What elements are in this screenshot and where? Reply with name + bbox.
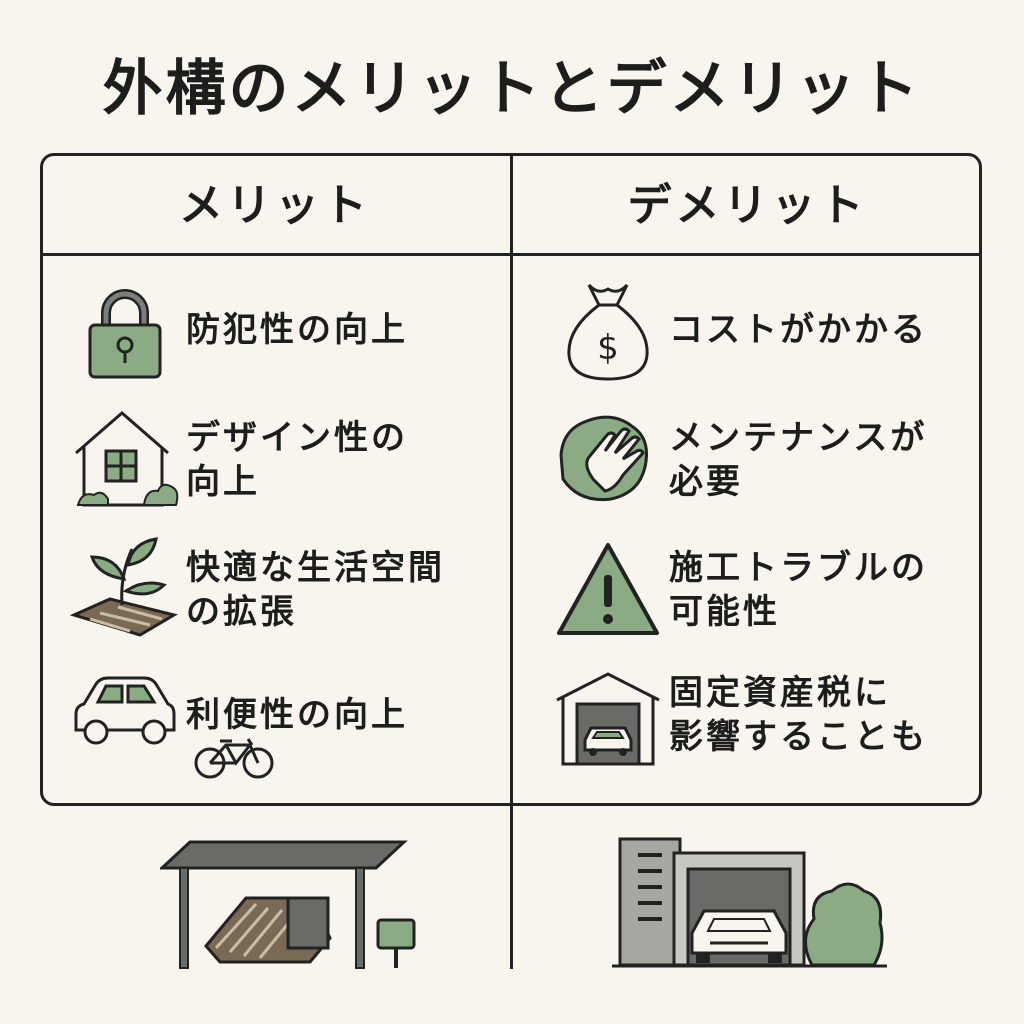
merit-item-living-space: 快適な生活空間 の拡張 [70, 535, 445, 645]
plant-sprout-icon [70, 535, 180, 645]
demerit-item-property-tax: 固定資産税に 影響することも [553, 660, 928, 770]
car-bicycle-icon [70, 660, 180, 770]
demerit-item-cost: $ コストがかかる [553, 275, 928, 385]
page-title: 外構のメリットとデメリット [102, 54, 922, 124]
merit-item-design: デザイン性の 向上 [70, 405, 408, 515]
column-divider [510, 153, 513, 969]
demerit-item-maintenance: メンテナンスが 必要 [553, 405, 927, 515]
money-bag-icon: $ [553, 275, 663, 385]
house-icon [70, 405, 180, 515]
demerit-item-construction: 施工トラブルの 可能性 [553, 535, 928, 645]
merit-item-security: 防犯性の向上 [70, 275, 408, 385]
demerit-label: 施工トラブルの 可能性 [669, 548, 928, 632]
carport-illustration [158, 838, 430, 977]
garage-building-illustration [612, 835, 887, 979]
demerit-label: 固定資産税に 影響することも [669, 673, 928, 757]
cleaning-cloth-hand-icon [553, 405, 663, 515]
demerit-label: メンテナンスが 必要 [669, 418, 928, 502]
bicycle-icon [192, 735, 276, 785]
merit-label: 利便性の向上 [186, 695, 408, 735]
demerit-label: コストがかかる [669, 310, 928, 350]
merit-label: 快適な生活空間 の拡張 [186, 548, 445, 632]
garage-icon [553, 660, 663, 770]
merits-heading: メリット [179, 180, 371, 231]
merit-label: 防犯性の向上 [186, 310, 408, 350]
demerits-heading: デメリット [627, 180, 868, 231]
merit-label: デザイン性の 向上 [186, 418, 408, 502]
padlock-icon [70, 275, 180, 385]
merit-item-convenience: 利便性の向上 [70, 660, 408, 770]
warning-icon [553, 535, 663, 645]
svg-text:$: $ [597, 328, 619, 368]
